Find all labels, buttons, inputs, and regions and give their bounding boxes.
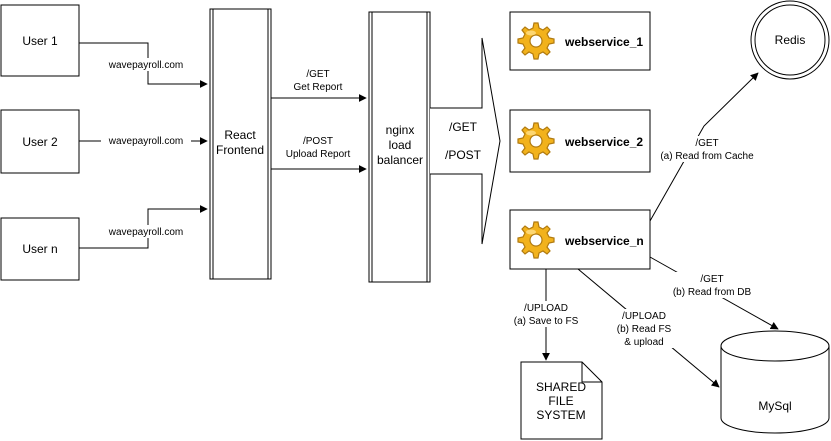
redis-label: Redis bbox=[775, 33, 806, 47]
gear-icon bbox=[517, 221, 555, 259]
fe-lb-get-desc: Get Report bbox=[294, 82, 343, 93]
frontend-label-line2: Frontend bbox=[216, 143, 264, 157]
user1-label: User 1 bbox=[22, 34, 58, 48]
usern-url-label: wavepayroll.com bbox=[108, 227, 183, 238]
redis-edge-desc: (a) Read from Cache bbox=[660, 151, 754, 162]
webservice-2-box: webservice_2 bbox=[509, 109, 651, 173]
shared-fs-node: SHARED FILE SYSTEM bbox=[520, 361, 603, 440]
user2-label: User 2 bbox=[22, 135, 58, 149]
upload-db-method: /UPLOAD bbox=[622, 311, 666, 322]
lb-svc-post-label: /POST bbox=[445, 148, 482, 162]
user2-box: User 2 bbox=[0, 109, 80, 174]
user1-url-label: wavepayroll.com bbox=[108, 60, 183, 71]
lb-label-line2: load bbox=[389, 138, 412, 152]
load-balancer-box: nginx load balancer bbox=[368, 11, 431, 283]
webservice-2-label: webservice_2 bbox=[564, 135, 643, 149]
upload-db-desc1: (b) Read FS bbox=[617, 324, 672, 335]
fe-lb-get-method: /GET bbox=[306, 69, 329, 80]
edge-svcn-redis: /GET (a) Read from Cache bbox=[649, 72, 761, 222]
edge-frontend-lb-get: /GET Get Report bbox=[271, 69, 367, 102]
shared-fs-line3: SYSTEM bbox=[536, 408, 585, 422]
upload-fs-method: /UPLOAD bbox=[524, 303, 568, 314]
lb-services-big-arrow: /GET /POST bbox=[430, 37, 501, 245]
gear-icon bbox=[517, 122, 555, 160]
usern-box: User n bbox=[0, 217, 80, 281]
shared-fs-line1: SHARED bbox=[536, 380, 586, 394]
upload-db-desc2: & upload bbox=[624, 337, 663, 348]
upload-fs-desc: (a) Save to FS bbox=[514, 316, 579, 327]
lb-svc-get-label: /GET bbox=[449, 120, 478, 134]
edge-frontend-lb-post: /POST Upload Report bbox=[271, 136, 367, 173]
fe-lb-post-method: /POST bbox=[303, 136, 333, 147]
mysql-edge-method: /GET bbox=[700, 274, 723, 285]
edge-usern-frontend: wavepayroll.com bbox=[79, 205, 208, 249]
edge-user1-frontend: wavepayroll.com bbox=[79, 42, 208, 88]
mysql-label: MySql bbox=[758, 399, 791, 413]
fe-lb-post-desc: Upload Report bbox=[286, 149, 351, 160]
webservice-1-box: webservice_1 bbox=[509, 11, 651, 71]
mysql-node: MySql bbox=[720, 330, 830, 434]
user2-url-label: wavepayroll.com bbox=[108, 136, 183, 147]
lb-label-line3: balancer bbox=[377, 153, 423, 167]
user1-box: User 1 bbox=[0, 4, 80, 77]
frontend-label-line1: React bbox=[224, 128, 256, 142]
shared-fs-line2: FILE bbox=[548, 394, 573, 408]
lb-label-line1: nginx bbox=[386, 123, 415, 137]
edge-user2-frontend: wavepayroll.com bbox=[79, 134, 208, 147]
gear-icon bbox=[517, 22, 555, 60]
react-frontend-box: React Frontend bbox=[209, 8, 272, 280]
webservice-n-box: webservice_n bbox=[509, 209, 651, 270]
edge-svcn-mysql-upload: /UPLOAD (b) Read FS & upload bbox=[577, 268, 720, 388]
webservice-1-label: webservice_1 bbox=[564, 35, 643, 49]
usern-label: User n bbox=[22, 242, 57, 256]
edge-svcn-mysql: /GET (b) Read from DB bbox=[649, 256, 779, 330]
webservice-n-label: webservice_n bbox=[564, 234, 644, 248]
redis-node: Redis bbox=[750, 0, 830, 80]
edge-svcn-sharedfs: /UPLOAD (a) Save to FS bbox=[505, 269, 587, 361]
mysql-edge-desc: (b) Read from DB bbox=[673, 287, 752, 298]
redis-edge-method: /GET bbox=[695, 138, 718, 149]
